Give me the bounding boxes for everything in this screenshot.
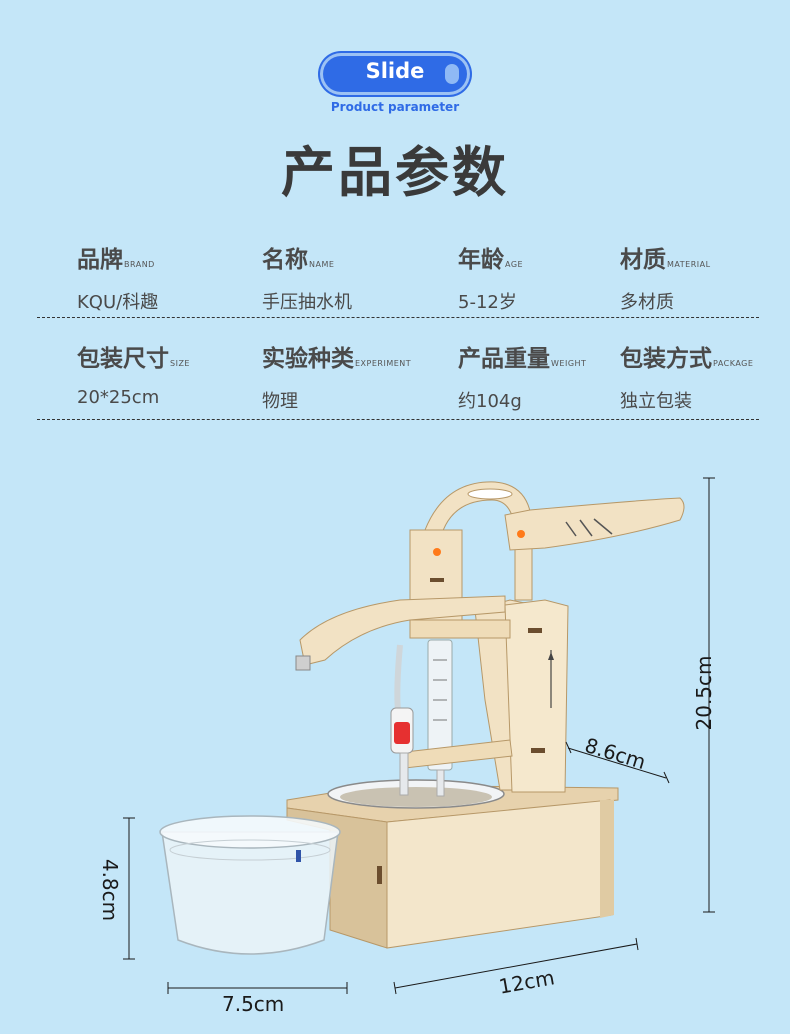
param-value: 独立包装	[620, 391, 692, 412]
param-label: 实验种类	[262, 346, 354, 372]
page-title: 产品参数	[281, 141, 509, 204]
param-label: 名称	[262, 247, 308, 273]
param-brand: 品牌BRAND KQU/科趣	[77, 240, 158, 314]
param-label: 材质	[620, 247, 666, 273]
wooden-base	[286, 784, 619, 949]
section-subtitle: Product parameter	[330, 100, 460, 114]
divider	[37, 419, 759, 420]
param-value: KQU/科趣	[77, 292, 159, 313]
param-label: 品牌	[77, 247, 123, 273]
param-value: 物理	[262, 391, 298, 412]
param-label-en: NAME	[309, 260, 335, 269]
param-label: 包装尺寸	[77, 346, 169, 372]
pin-icon	[517, 530, 525, 538]
param-package: 包装方式PACKAGE 独立包装	[620, 339, 753, 413]
dimension-lines	[123, 477, 715, 995]
toggle-knob-icon	[445, 64, 459, 84]
param-label-en: PACKAGE	[713, 359, 754, 368]
dimension-cup-width-label: 7.5cm	[222, 992, 285, 1016]
param-label-en: SIZE	[170, 359, 190, 368]
pump-spout	[299, 595, 506, 666]
pin-icon	[433, 548, 441, 556]
slide-badge-label: Slide	[365, 59, 425, 83]
divider	[37, 317, 759, 318]
param-label-en: BRAND	[124, 260, 155, 269]
param-value: 约104g	[458, 391, 522, 412]
slide-badge: Slide	[323, 56, 467, 92]
param-value: 5-12岁	[458, 292, 517, 313]
param-label: 包装方式	[620, 346, 712, 372]
param-value: 多材质	[620, 292, 674, 313]
param-age: 年龄AGE 5-12岁	[458, 240, 523, 314]
param-label-en: AGE	[505, 260, 524, 269]
param-label-en: MATERIAL	[667, 260, 711, 269]
param-weight: 产品重量WEIGHT 约104g	[458, 339, 586, 413]
dimension-height-label: 20.5cm	[692, 655, 716, 731]
pump-handle	[504, 497, 685, 551]
dimension-cup-height-label: 4.8cm	[98, 858, 122, 922]
pump-arch	[424, 481, 533, 601]
param-experiment: 实验种类EXPERIMENT 物理	[262, 339, 411, 413]
param-size: 包装尺寸SIZE 20*25cm	[77, 339, 190, 408]
param-name: 名称NAME 手压抽水机	[262, 240, 352, 314]
param-value: 手压抽水机	[262, 292, 352, 313]
param-value: 20*25cm	[77, 387, 160, 408]
param-material: 材质MATERIAL 多材质	[620, 240, 711, 314]
plastic-cup	[159, 815, 341, 955]
param-label: 产品重量	[458, 346, 550, 372]
param-label-en: WEIGHT	[551, 359, 587, 368]
param-label-en: EXPERIMENT	[355, 359, 412, 368]
param-label: 年龄	[458, 247, 504, 273]
